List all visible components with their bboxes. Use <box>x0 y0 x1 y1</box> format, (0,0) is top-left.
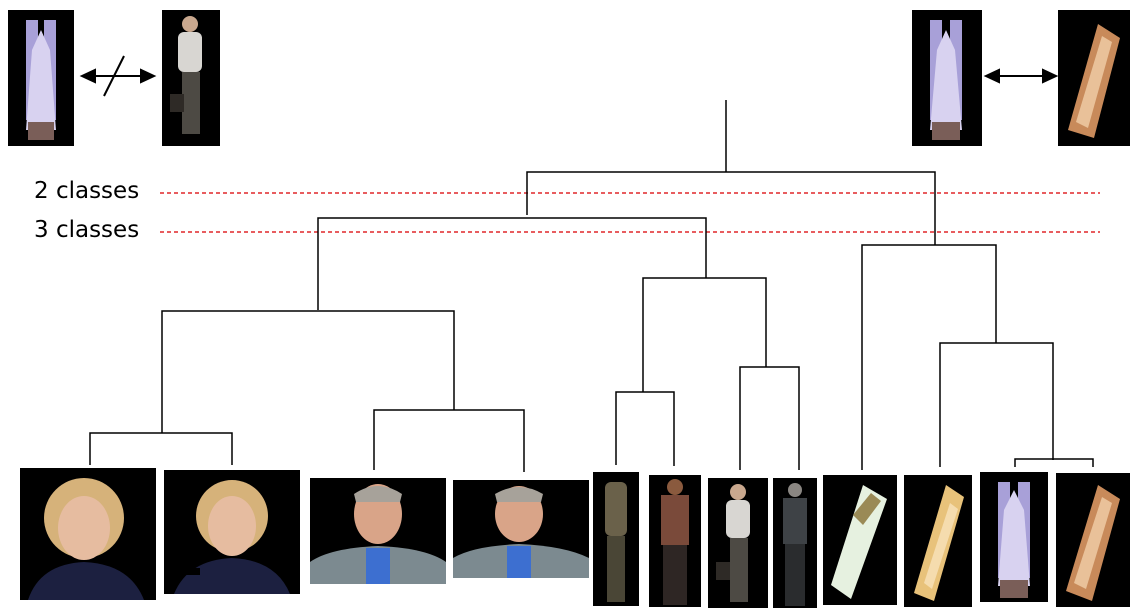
leaf-man-presenter-2 <box>453 480 589 578</box>
leaf-pedestrian-striped <box>649 475 701 607</box>
branch-man-pair <box>373 409 525 472</box>
leaf-walking-man-bag <box>708 478 768 608</box>
branch-woman-pair <box>89 432 233 465</box>
leaf-pedestrian-dark <box>773 478 817 608</box>
shuttle-purple-image-right <box>912 10 982 146</box>
relation-not-equivalent <box>79 55 157 97</box>
leaf-woman-presenter-1 <box>20 468 156 600</box>
leaf-woman-presenter-2 <box>164 470 300 594</box>
branch-ped-pair-2 <box>739 366 800 470</box>
branch-faces-peds <box>317 217 707 310</box>
branch-shuttle-pair <box>1014 458 1094 467</box>
branch-root-split <box>526 171 936 245</box>
branch-faces <box>161 310 455 433</box>
leaf-man-presenter-1 <box>310 478 446 584</box>
leaf-shuttle-yellow <box>904 475 972 607</box>
label-2-classes: 2 classes <box>34 178 140 204</box>
leaf-pedestrian-blurred <box>593 472 639 606</box>
label-3-classes: 3 classes <box>34 217 140 243</box>
walking-man-bag-image <box>162 10 220 146</box>
shuttle-purple-image <box>8 10 74 146</box>
leaf-shuttle-pale <box>823 475 897 605</box>
branch-ped-pair-1 <box>615 391 675 466</box>
dendrogram-branches <box>89 100 1094 472</box>
branch-shuttle-sub <box>939 342 1054 467</box>
leaf-shuttle-orange <box>1056 473 1130 607</box>
leaf-shuttle-purple <box>980 472 1048 602</box>
branch-shuttles <box>861 244 997 470</box>
shuttle-orange-image <box>1058 10 1130 146</box>
relation-equivalent <box>983 68 1059 84</box>
branch-peds <box>642 277 767 392</box>
